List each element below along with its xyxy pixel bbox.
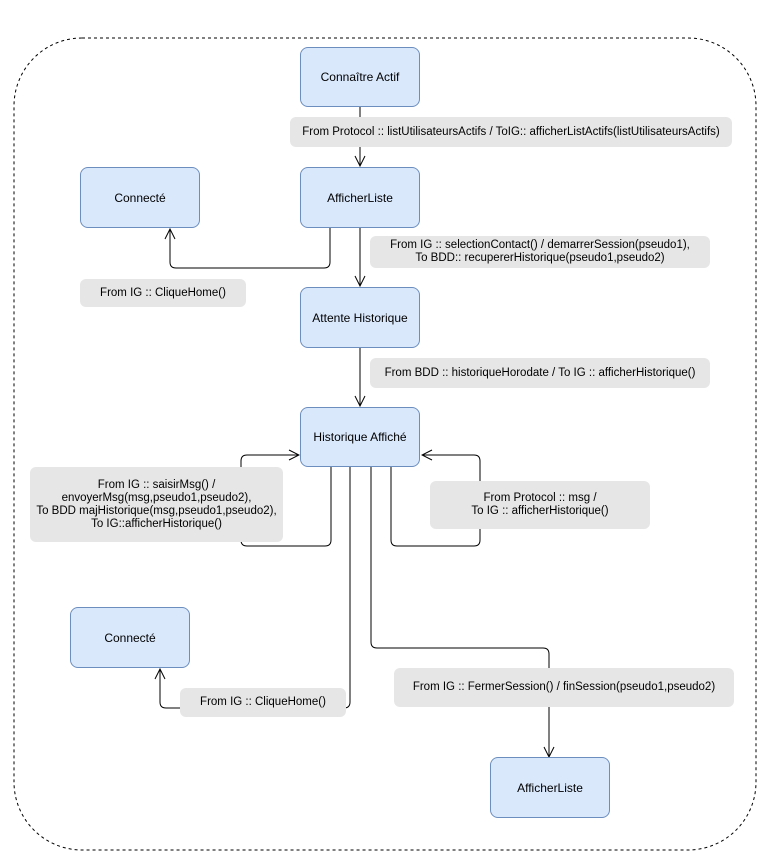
state-connaitre-actif[interactable]: Connaître Actif [300, 47, 420, 107]
label-saisir-msg-line-2: envoyerMsg(msg,pseudo1,pseudo2), [61, 491, 252, 504]
label-bdd-historique-horodate: From BDD :: historiqueHorodate / To IG :… [370, 358, 710, 388]
label-protocol-list-actifs: From Protocol :: listUtilisateursActifs … [290, 117, 732, 147]
edge-historique-self-left [240, 455, 332, 547]
state-afficher-liste-bottom[interactable]: AfficherListe [490, 757, 610, 818]
label-saisir-msg-line-4: To IG::afficherHistorique() [91, 517, 222, 530]
label-protocol-msg: From Protocol :: msg / To IG :: afficher… [430, 481, 650, 529]
label-selection-contact-line-1: From IG :: selectionContact() / demarrer… [390, 239, 690, 251]
label-selection-contact-line-2: To BDD:: recupererHistorique(pseudo1,pse… [415, 252, 665, 264]
label-clique-home-bottom: From IG :: CliqueHome() [180, 688, 346, 717]
label-selection-contact: From IG :: selectionContact() / demarrer… [370, 236, 710, 268]
label-protocol-msg-line-1: From Protocol :: msg / [483, 492, 597, 504]
edge-afficherliste-to-connecte [170, 228, 331, 269]
state-afficher-liste-top[interactable]: AfficherListe [300, 167, 420, 228]
label-saisir-msg-line-3: To BDD majHistorique(msg,pseudo1,pseudo2… [36, 504, 277, 517]
state-historique-affiche[interactable]: Historique Affiché [300, 407, 420, 467]
state-attente-historique[interactable]: Attente Historique [300, 287, 420, 348]
label-fermer-session: From IG :: FermerSession() / finSession(… [394, 668, 734, 707]
label-protocol-msg-line-2: To IG :: afficherHistorique() [471, 505, 609, 517]
composite-state-container [13, 37, 757, 851]
label-clique-home-top: From IG :: CliqueHome() [80, 279, 246, 307]
label-saisir-msg: From IG :: saisirMsg() / envoyerMsg(msg,… [30, 467, 283, 542]
edge-historique-self-right [390, 455, 481, 547]
state-connecte-bottom[interactable]: Connecté [70, 607, 190, 668]
label-saisir-msg-line-1: From IG :: saisirMsg() / [97, 478, 216, 491]
edge-historique-to-afficherliste [370, 467, 549, 757]
state-connecte-top[interactable]: Connecté [80, 167, 200, 228]
